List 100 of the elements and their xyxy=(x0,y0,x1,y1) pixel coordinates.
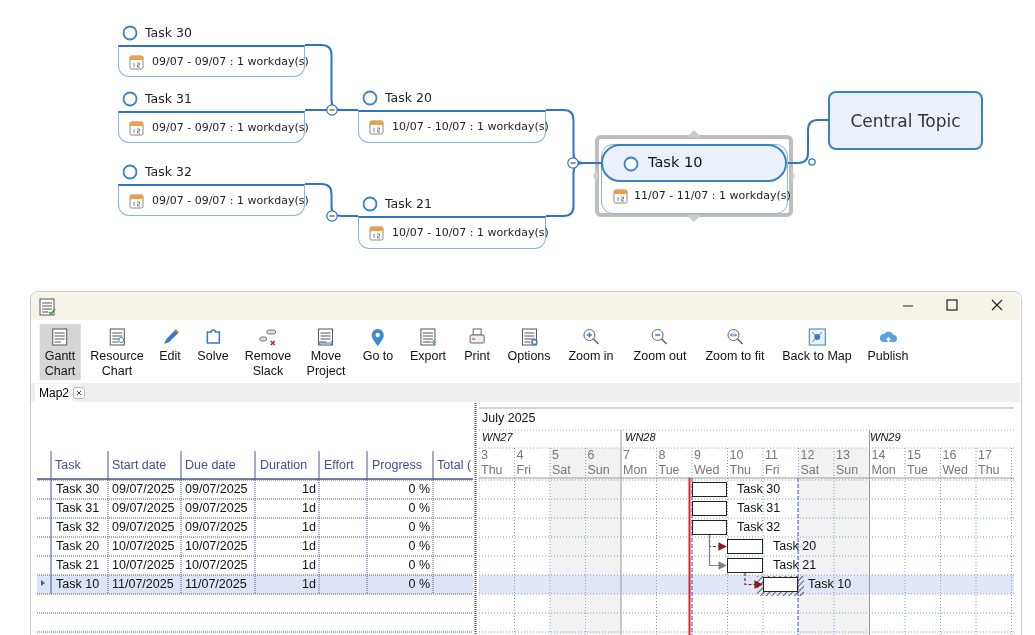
zoom-in-button: Zoom in xyxy=(563,324,619,367)
task-topic xyxy=(358,195,546,249)
topic-title: Task 30 xyxy=(145,25,192,40)
column-header: Progress xyxy=(372,457,423,474)
day-label: 5 Sat xyxy=(552,448,571,478)
day-label: 16 Wed xyxy=(942,448,968,478)
date-range: 10/07 - 10/07 : 1 workday(s) xyxy=(392,226,549,239)
remove-slack-button: Remove Slack xyxy=(239,324,297,382)
topic-title: Task 20 xyxy=(385,90,432,105)
dependency-arrow xyxy=(744,572,763,589)
date-range: 11/07 - 11/07 : 1 workday(s) xyxy=(634,189,791,202)
progress-value: 0 % xyxy=(408,538,430,555)
go-to-button: Go to xyxy=(357,324,399,367)
day-label: 7 Mon xyxy=(623,448,648,478)
central-topic: Central Topic xyxy=(828,91,983,150)
task-bar xyxy=(727,539,763,554)
column-header: Due date xyxy=(185,457,236,474)
date-range: 09/07 - 09/07 : 1 workday(s) xyxy=(152,55,309,68)
start-date-text: 11/07/2025 xyxy=(112,576,174,593)
task-name-text: Task 20 xyxy=(56,538,100,555)
date-range: 09/07 - 09/07 : 1 workday(s) xyxy=(152,121,309,134)
task-name-text: Task 31 xyxy=(56,500,100,517)
bar-label: Task 20 xyxy=(773,538,817,555)
dependency-arrow xyxy=(708,534,727,570)
day-label: 9 Wed xyxy=(694,448,720,478)
task-name-text: Task 21 xyxy=(56,557,100,574)
start-date-text: 10/07/2025 xyxy=(112,538,175,555)
task-name-text: Task 10 xyxy=(56,576,100,593)
week-label: WN29 xyxy=(870,430,901,445)
topic-title: Task 32 xyxy=(145,164,192,179)
print-button: Print xyxy=(459,324,495,367)
progress-value: 0 % xyxy=(408,519,430,536)
task-bar xyxy=(727,558,763,573)
due-date-text: 11/07/2025 xyxy=(185,576,247,593)
progress-value: 0 % xyxy=(408,576,430,593)
due-date-text: 09/07/2025 xyxy=(185,500,248,517)
task-name-text: Task 30 xyxy=(56,481,100,498)
resource-chart-button: Resource Chart xyxy=(85,324,149,382)
bar-label: Task 21 xyxy=(773,557,817,574)
task-bar xyxy=(692,482,727,497)
start-date-text: 10/07/2025 xyxy=(112,557,175,574)
connector-line xyxy=(545,162,602,217)
bar-label: Task 32 xyxy=(737,519,781,536)
start-date-text: 09/07/2025 xyxy=(112,500,175,517)
duration-value: 1d xyxy=(302,500,316,517)
column-header: Task xyxy=(55,457,81,474)
move-project-button: Move Project xyxy=(301,324,351,382)
due-date-text: 09/07/2025 xyxy=(185,481,248,498)
column-header: Effort xyxy=(324,457,354,474)
bar-label: Task 30 xyxy=(737,481,781,498)
week-label: WN27 xyxy=(482,430,513,445)
task-bar xyxy=(763,577,798,592)
progress-value: 0 % xyxy=(408,557,430,574)
day-label: 14 Mon xyxy=(871,448,896,478)
week-label: WN28 xyxy=(625,430,656,445)
day-label: 13 Sun xyxy=(836,448,859,478)
bar-label: Task 31 xyxy=(737,500,781,517)
back-to-map-button: Back to Map xyxy=(777,324,857,367)
column-header: Duration xyxy=(260,457,308,474)
due-date-text: 10/07/2025 xyxy=(185,538,248,555)
solve-button: Solve xyxy=(192,324,234,367)
column-header: Total ( xyxy=(437,457,472,474)
start-date-text: 09/07/2025 xyxy=(112,519,175,536)
gantt-chart-button: Gantt Chart xyxy=(39,324,81,380)
selected-task-topic xyxy=(601,144,788,214)
duration-value: 1d xyxy=(302,557,316,574)
day-label: 4 Fri xyxy=(516,448,532,478)
date-range: 10/07 - 10/07 : 1 workday(s) xyxy=(392,120,549,133)
zoom-out-button: Zoom out xyxy=(628,324,692,367)
day-label: 11 Fri xyxy=(765,448,780,478)
column-header: Start date xyxy=(112,457,167,474)
day-label: 8 Tue xyxy=(658,448,680,478)
day-label: 6 Sun xyxy=(587,448,610,478)
edit-button: Edit xyxy=(154,324,186,367)
duration-value: 1d xyxy=(302,538,316,555)
bar-label: Task 10 xyxy=(808,576,852,593)
start-date-text: 09/07/2025 xyxy=(112,481,175,498)
day-label: 17 Thu xyxy=(978,448,1000,478)
export-button: Export xyxy=(404,324,452,367)
task-topic xyxy=(358,89,546,143)
day-label: 12 Sat xyxy=(800,448,820,478)
month-label: July 2025 xyxy=(482,410,536,427)
topic-title: Task 31 xyxy=(145,91,192,106)
day-label: 10 Thu xyxy=(729,448,752,478)
date-range: 09/07 - 09/07 : 1 workday(s) xyxy=(152,194,309,207)
connector-line xyxy=(304,183,359,217)
connector-line xyxy=(787,119,829,164)
due-date-text: 10/07/2025 xyxy=(185,557,248,574)
duration-value: 1d xyxy=(302,576,316,593)
zoom-to-fit-button: Zoom to fit xyxy=(700,324,770,367)
topic-title: Task 10 xyxy=(648,154,703,170)
duration-value: 1d xyxy=(302,519,316,536)
day-label: 3 Thu xyxy=(481,448,503,478)
options-button: Options xyxy=(502,324,556,367)
task-name-text: Task 32 xyxy=(56,519,100,536)
task-bar xyxy=(692,520,727,535)
document-tab: Map2 xyxy=(35,384,74,402)
progress-value: 0 % xyxy=(408,500,430,517)
due-date-text: 09/07/2025 xyxy=(185,519,248,536)
duration-value: 1d xyxy=(302,481,316,498)
